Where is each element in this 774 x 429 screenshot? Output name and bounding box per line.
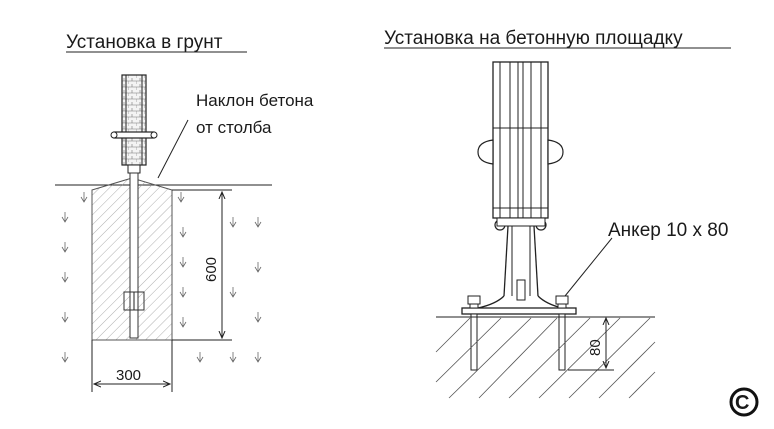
slope-note-line-1: Наклон бетона <box>196 91 314 110</box>
anchor-leader <box>564 237 613 297</box>
pad-installation: Установка на бетонную площадку <box>384 28 731 399</box>
ground-installation: Установка в грунт <box>55 32 314 392</box>
anchor-bolt-left <box>467 295 481 371</box>
anchor-depth-value: 80 <box>587 339 604 356</box>
anchor-label: Анкер 10 х 80 <box>608 220 728 241</box>
pad-hatching <box>435 317 656 399</box>
side-bolt-right <box>547 139 564 165</box>
depth-value: 600 <box>203 257 220 282</box>
pad-title: Установка на бетонную площадку <box>384 28 683 49</box>
post-clamp <box>113 131 155 139</box>
ground-title: Установка в грунт <box>66 32 223 53</box>
soil-marks <box>61 192 262 363</box>
width-dimension: 300 <box>91 340 173 392</box>
embedded-rod <box>129 172 139 339</box>
width-value: 300 <box>116 367 141 384</box>
copyright-symbol: C <box>735 392 749 414</box>
anchor-bolt-right <box>555 295 569 371</box>
support-base <box>461 225 577 315</box>
steel-post <box>492 61 549 219</box>
base-plate <box>461 307 577 315</box>
depth-dimension: 600 <box>172 189 232 341</box>
slope-note-line-2: от столба <box>196 118 272 137</box>
anchor-depth-dimension: 80 <box>568 318 614 371</box>
slope-note-leader <box>157 119 189 179</box>
copyright-mark: C <box>729 387 759 417</box>
side-bolt-left <box>477 139 494 165</box>
